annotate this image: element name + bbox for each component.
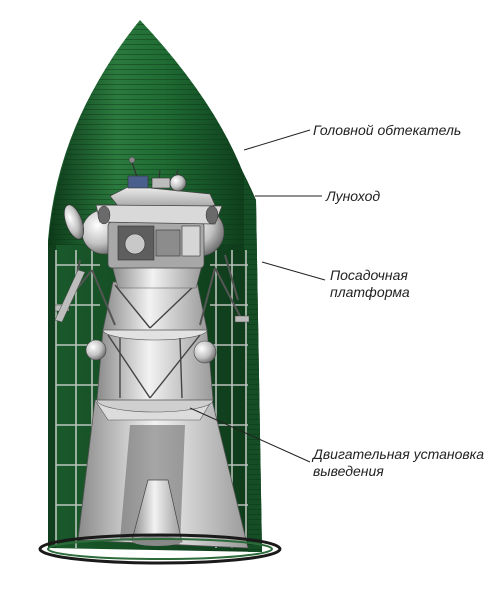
label-engine-line2: выведения — [313, 463, 384, 479]
label-engine: Двигательная установка выведения — [313, 446, 484, 480]
leader-platform — [261, 261, 326, 281]
label-engine-line1: Двигательная установка — [313, 446, 485, 462]
lunokhod-rover — [95, 156, 223, 225]
label-rover: Луноход — [326, 188, 381, 204]
tank-section — [85, 281, 217, 413]
label-fairing: Головной обтекатель — [313, 122, 462, 138]
leader-fairing — [243, 129, 311, 151]
label-platform-line1: Посадочная — [330, 267, 408, 283]
label-platform-line2: платформа — [330, 284, 410, 300]
leader-lines — [189, 129, 326, 463]
landing-platform — [54, 204, 250, 326]
leader-engine — [189, 407, 311, 463]
label-platform: Посадочная платформа — [330, 267, 410, 301]
